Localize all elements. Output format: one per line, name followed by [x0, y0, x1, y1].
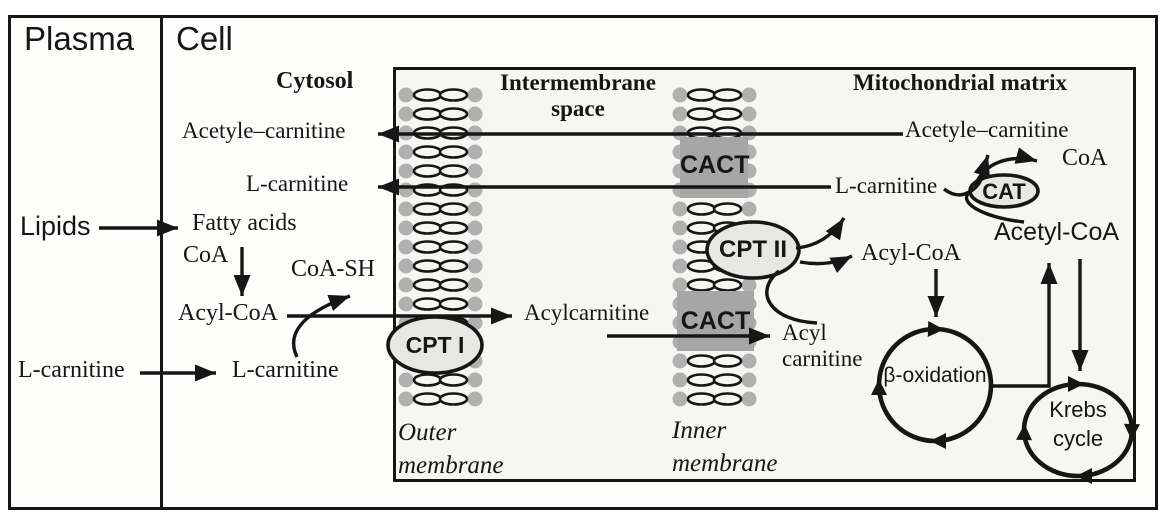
cact-lower-label: CACT	[680, 307, 751, 335]
cact-lower-box	[677, 291, 754, 351]
l-carnitine-matrix-label: L-carnitine	[835, 173, 938, 198]
fatty-acids-label: Fatty acids	[192, 210, 297, 236]
acetyle-carnitine-matrix: Acetyle–carnitine	[905, 117, 1069, 142]
curve-acylcarnitine-into-cpt2	[765, 269, 818, 325]
plasma-region-label: Plasma	[24, 20, 135, 57]
reaction-arrows	[99, 125, 1089, 388]
cact-upper-label: CACT	[680, 151, 750, 179]
lipids-label: Lipids	[20, 211, 91, 241]
l-carnitine-plasma-label: L-carnitine	[18, 357, 125, 383]
inner-membrane-label: Inner membrane	[672, 417, 778, 477]
arrow-betaoxidation-to-acetylcoa	[991, 263, 1058, 388]
acetyle-carnitine-cytosol: Acetyle–carnitine	[182, 118, 346, 143]
cpt2-label: CPT II	[718, 236, 787, 263]
l-carnitine-cytosol-upper: L-carnitine	[246, 171, 349, 196]
acyl-coa-cytosol-label: Acyl-CoA	[178, 300, 278, 326]
coa-sh-label: CoA-SH	[291, 256, 376, 282]
coa-cytosol-label: CoA	[183, 242, 229, 268]
outer-membrane-label: Outer membrane	[398, 419, 504, 479]
arrow-acetylcoa-via-cat-to-acetylecarnitine	[964, 154, 1025, 224]
acyl-coa-matrix-label: Acyl-CoA	[861, 240, 961, 266]
arrow-cat-to-coa	[973, 147, 1038, 187]
cytosol-header: Cytosol	[276, 68, 354, 94]
cpt2-ellipse	[705, 220, 801, 280]
cell-region-label: Cell	[176, 20, 233, 57]
cat-label: CAT	[982, 179, 1026, 204]
acetyl-coa-matrix-label: Acetyl-CoA	[994, 218, 1120, 246]
krebs-cycle-label: Krebs cycle	[1049, 397, 1107, 451]
beta-oxidation-label: β-oxidation	[883, 364, 987, 387]
intermembrane-space-header: Intermembrane space	[500, 70, 656, 122]
acyl-carnitine-matrix-label: Acyl carnitine	[782, 320, 863, 372]
arrow-lcarnitine-to-coash	[291, 294, 351, 358]
curve-lcarnitine-to-cat	[942, 187, 970, 197]
acylcarnitine-label: Acylcarnitine	[524, 300, 650, 325]
arrow-cpt2-to-acylcoa	[799, 254, 853, 273]
cycle-arrowheads	[871, 321, 1140, 484]
mitochondrial-matrix-header: Mitochondrial matrix	[853, 70, 1067, 95]
arrow-cpt2-to-lcarnitine	[795, 217, 846, 250]
coa-matrix-label: CoA	[1062, 145, 1108, 171]
l-carnitine-cytosol-lower: L-carnitine	[232, 357, 339, 383]
cpt1-label: CPT I	[405, 332, 465, 358]
plasma-cell-divider	[160, 15, 163, 510]
